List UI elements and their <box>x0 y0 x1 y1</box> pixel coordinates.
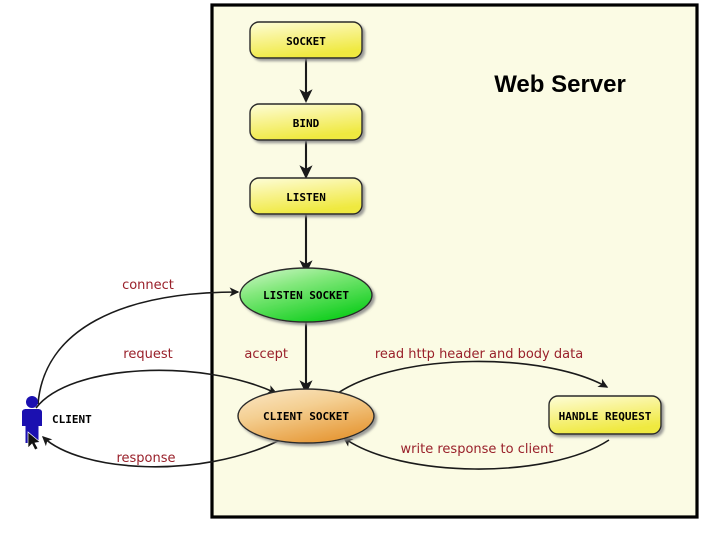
edge-read-request <box>337 360 609 394</box>
node-bind-shape <box>249 103 363 141</box>
edge-label-response: response <box>116 451 175 466</box>
edge-label-write-response: write response to client <box>401 442 554 457</box>
edge-label-request: request <box>123 347 172 362</box>
node-socket[interactable]: SOCKET <box>249 21 363 59</box>
person-icon-leg-right <box>33 426 39 443</box>
node-socket-shape <box>249 21 363 59</box>
node-client-socket-label: CLIENT SOCKET <box>263 410 349 423</box>
node-bind-label: BIND <box>293 117 320 130</box>
edge-connect <box>37 287 240 405</box>
client-actor[interactable]: CLIENT <box>22 396 92 451</box>
client-actor-label: CLIENT <box>52 413 92 426</box>
node-listen-socket-shape <box>239 267 373 323</box>
edge-write-response <box>342 437 610 470</box>
node-listen-shape <box>249 177 363 215</box>
edge-request <box>35 369 278 409</box>
node-socket-label: SOCKET <box>286 35 326 48</box>
node-listen-label: LISTEN <box>286 191 326 204</box>
page-title: Web Server <box>494 71 626 98</box>
node-client-socket[interactable]: CLIENT SOCKET <box>237 388 375 444</box>
edge-label-connect: connect <box>122 278 174 293</box>
person-icon-head <box>26 396 38 408</box>
node-listen-socket-label: LISTEN SOCKET <box>263 289 349 302</box>
edge-label-read-request: read http header and body data <box>375 347 583 362</box>
node-handle-request[interactable]: HANDLE REQUEST <box>548 395 662 435</box>
edge-label-accept: accept <box>244 347 288 362</box>
node-bind[interactable]: BIND <box>249 103 363 141</box>
edge-response <box>41 436 281 468</box>
mouse-cursor-icon <box>27 431 41 451</box>
node-listen[interactable]: LISTEN <box>249 177 363 215</box>
node-handle-request-label: HANDLE REQUEST <box>559 410 652 423</box>
node-client-socket-shape <box>237 388 375 444</box>
node-listen-socket[interactable]: LISTEN SOCKET <box>239 267 373 323</box>
node-handle-request-shape <box>548 395 662 435</box>
